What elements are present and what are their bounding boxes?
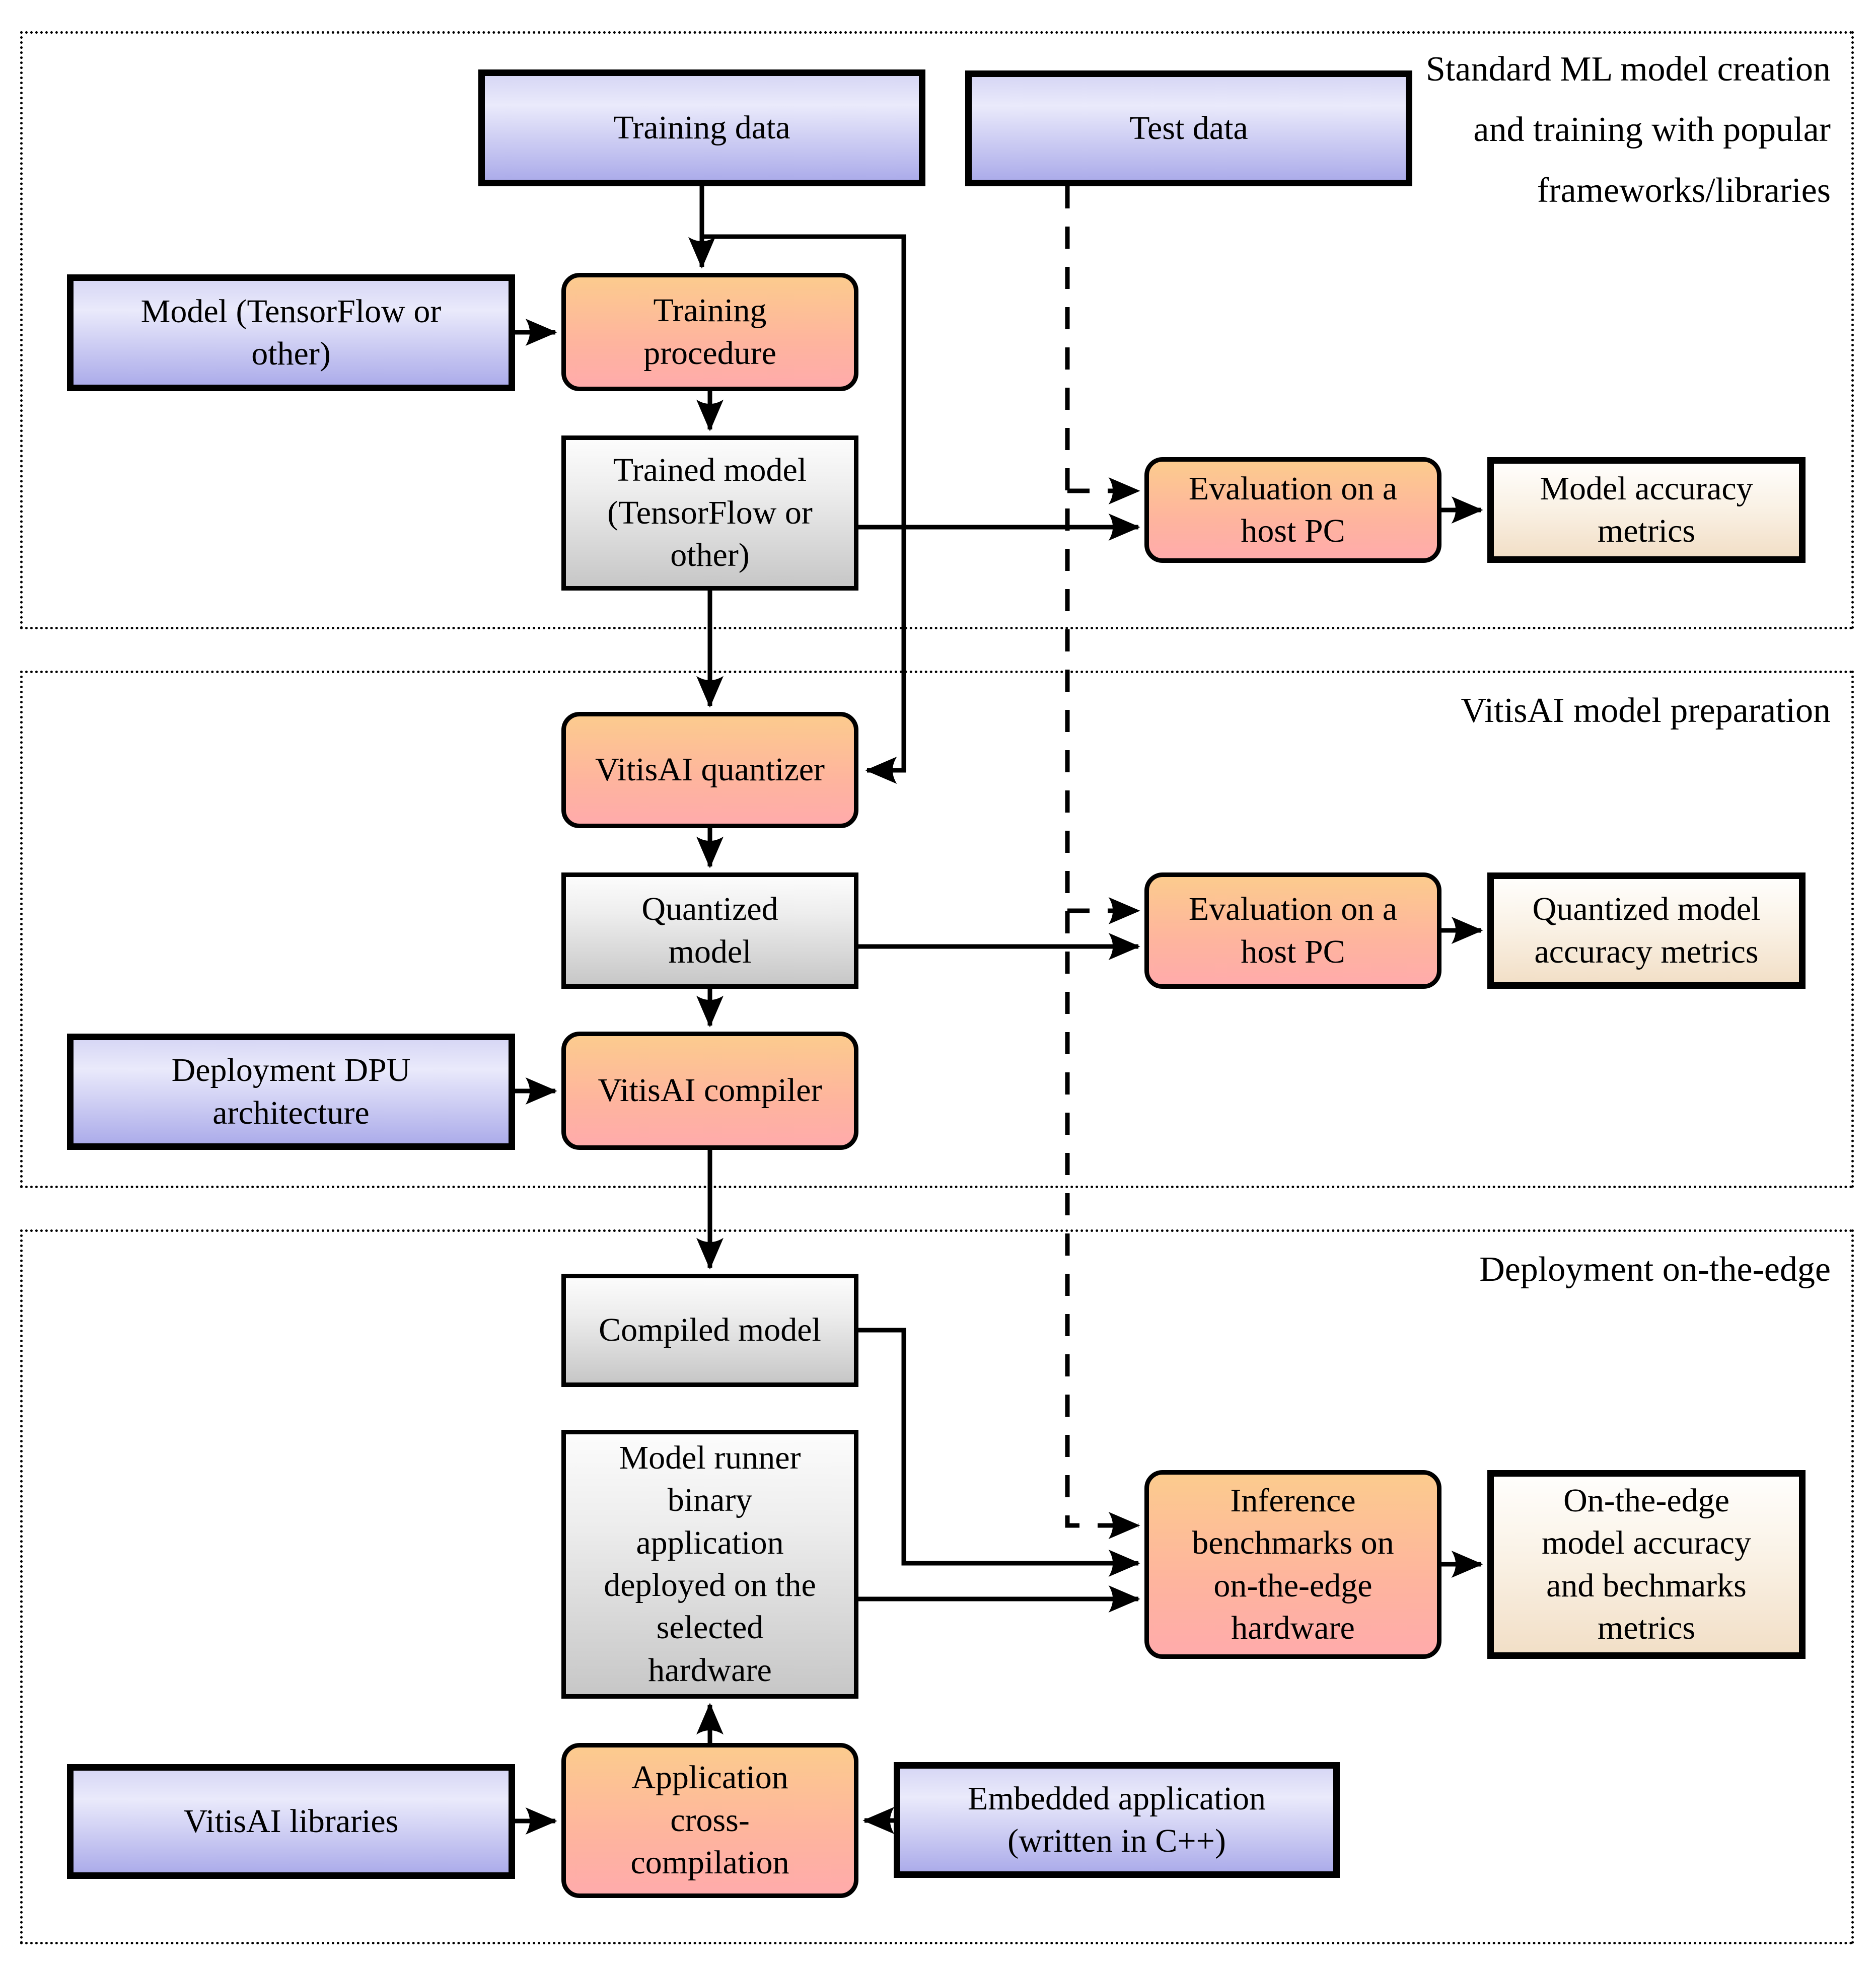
evaluation-host-pc-1-box: Evaluation on a host PC [1144, 457, 1441, 563]
arrow-training-data-to-vitisai-quantizer [702, 234, 906, 784]
compiled-model-box: Compiled model [561, 1274, 858, 1387]
section-label-standard-ml: Standard ML model creation and training … [1425, 50, 1831, 210]
application-cross-compilation-box: Application cross- compilation [561, 1743, 858, 1898]
section-deployment-edge [20, 1229, 1854, 1944]
trained-model-box: Trained model (TensorFlow or other) [561, 435, 858, 591]
section-vitisai-preparation [20, 671, 1854, 1188]
quantized-model-accuracy-metrics-box: Quantized model accuracy metrics [1487, 872, 1806, 989]
dashed-test-data-trunk [1065, 186, 1140, 1539]
embedded-application-box: Embedded application (written in C++) [894, 1762, 1340, 1878]
section-standard-ml [20, 31, 1854, 629]
section-label-vitisai-preparation: VitisAI model preparation [1461, 691, 1831, 730]
inference-benchmarks-box: Inference benchmarks on on-the-edge hard… [1144, 1470, 1441, 1659]
model-accuracy-metrics-box: Model accuracy metrics [1487, 457, 1806, 563]
vitisai-compiler-box: VitisAI compiler [561, 1032, 858, 1150]
section-label-deployment-edge: Deployment on-the-edge [1479, 1250, 1831, 1289]
training-data-box: Training data [478, 69, 925, 186]
edge-metrics-box: On-the-edge model accuracy and bechmarks… [1487, 1470, 1806, 1659]
evaluation-host-pc-2-box: Evaluation on a host PC [1144, 872, 1441, 989]
deployment-dpu-architecture-box: Deployment DPU architecture [67, 1034, 515, 1150]
vitisai-libraries-box: VitisAI libraries [67, 1764, 515, 1879]
arrow-compiled-model-to-inference [858, 1328, 1140, 1577]
test-data-box: Test data [965, 70, 1412, 186]
model-tensorflow-box: Model (TensorFlow or other) [67, 274, 515, 391]
quantized-model-box: Quantized model [561, 872, 858, 989]
vitisai-quantizer-box: VitisAI quantizer [561, 712, 858, 828]
training-procedure-box: Training procedure [561, 273, 858, 391]
model-runner-box: Model runner binary application deployed… [561, 1430, 858, 1699]
